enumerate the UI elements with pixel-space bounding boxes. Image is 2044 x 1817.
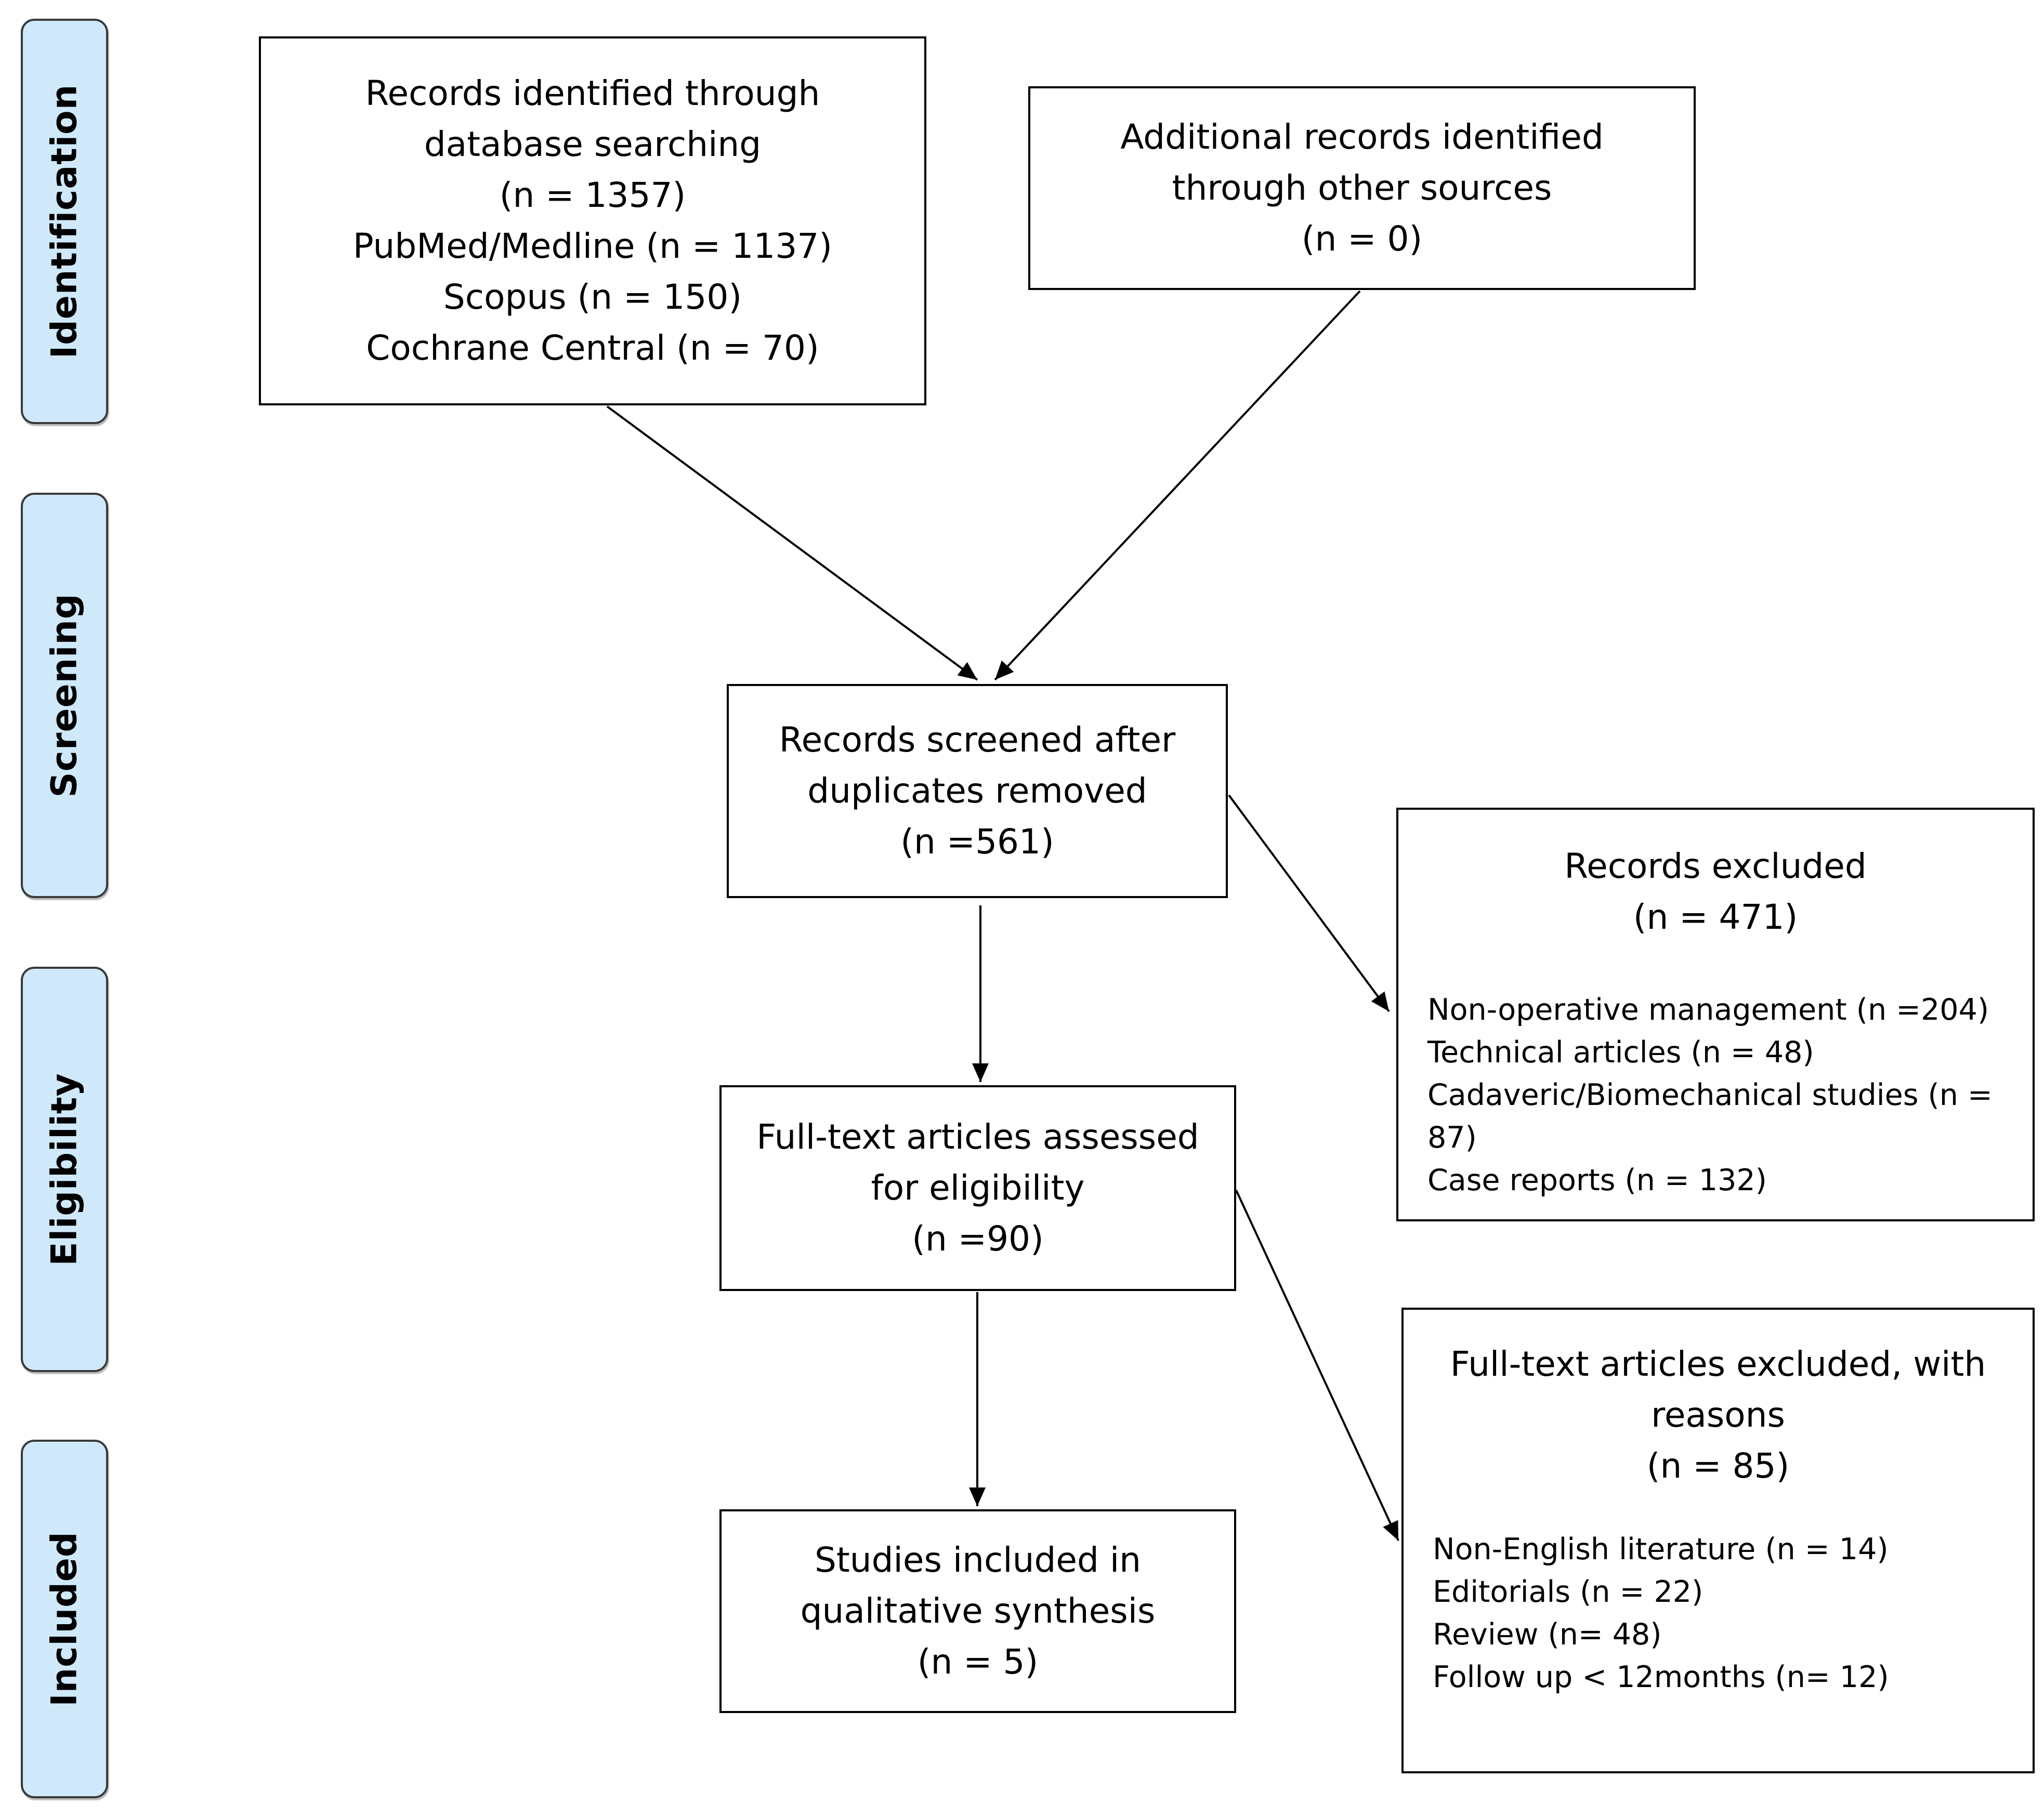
other-sources-box: Additional records identified through ot… <box>1028 86 1696 290</box>
full-text-excluded-reason: Editorials (n = 22) <box>1433 1575 1704 1609</box>
arrow-screened-to-excluded <box>1228 794 1390 1012</box>
full-text-excluded-line2: reasons <box>1651 1395 1785 1435</box>
included-line1: Studies included in <box>815 1540 1141 1580</box>
excluded-reason: Non-operative management (n =204) <box>1427 993 1989 1027</box>
full-text-excluded-reason: Review (n= 48) <box>1433 1617 1662 1652</box>
arrow-other-to-screened <box>994 290 1361 681</box>
database-search-box: Records identified through database sear… <box>259 36 926 405</box>
full-text-line1: Full-text articles assessed <box>756 1117 1199 1157</box>
excluded-reason: Technical articles (n = 48) <box>1427 1035 1814 1070</box>
source-scopus: Scopus (n = 150) <box>443 277 742 317</box>
full-text-excluded-line1: Full-text articles excluded, with <box>1450 1344 1986 1384</box>
other-sources-count: (n = 0) <box>1301 219 1423 259</box>
source-cochrane: Cochrane Central (n = 70) <box>366 328 819 368</box>
screened-box: Records screened after duplicates remove… <box>727 684 1228 898</box>
included-count: (n = 5) <box>917 1642 1039 1682</box>
screened-line1: Records screened after <box>779 720 1176 760</box>
records-excluded-count: (n = 471) <box>1633 897 1798 937</box>
arrow-db-to-screened <box>606 405 978 681</box>
screened-count: (n =561) <box>900 822 1054 862</box>
excluded-reason: Case reports (n = 132) <box>1427 1163 1767 1197</box>
phase-eligibility: Eligibility <box>21 967 108 1372</box>
records-excluded-title: Records excluded <box>1564 846 1867 886</box>
database-search-line1: Records identified through <box>365 73 820 113</box>
full-text-excluded-reason: Non-English literature (n = 14) <box>1433 1532 1889 1566</box>
full-text-excluded-count: (n = 85) <box>1646 1446 1790 1486</box>
database-search-count: (n = 1357) <box>499 175 686 215</box>
arrow-fulltext-to-excluded <box>1235 1190 1399 1541</box>
other-sources-line1: Additional records identified <box>1120 117 1604 157</box>
database-search-line2: database searching <box>424 124 762 164</box>
excluded-reason: Cadaveric/Biomechanical studies (n = 87) <box>1427 1078 1993 1155</box>
phase-included: Included <box>21 1440 108 1798</box>
phase-identification: Identification <box>21 19 108 424</box>
full-text-line2: for eligibility <box>871 1168 1085 1208</box>
other-sources-line2: through other sources <box>1172 168 1552 208</box>
full-text-excluded-reason: Follow up < 12months (n= 12) <box>1433 1660 1889 1694</box>
records-excluded-box: Records excluded (n = 471) Non-operative… <box>1396 808 2035 1221</box>
full-text-excluded-box: Full-text articles excluded, with reason… <box>1401 1308 2035 1773</box>
source-pubmed: PubMed/Medline (n = 1137) <box>352 226 833 266</box>
phase-screening: Screening <box>21 493 108 898</box>
included-line2: qualitative synthesis <box>800 1591 1156 1631</box>
screened-line2: duplicates removed <box>807 771 1147 811</box>
full-text-box: Full-text articles assessed for eligibil… <box>719 1085 1236 1291</box>
included-box: Studies included in qualitative synthesi… <box>719 1509 1236 1713</box>
full-text-count: (n =90) <box>912 1219 1044 1259</box>
